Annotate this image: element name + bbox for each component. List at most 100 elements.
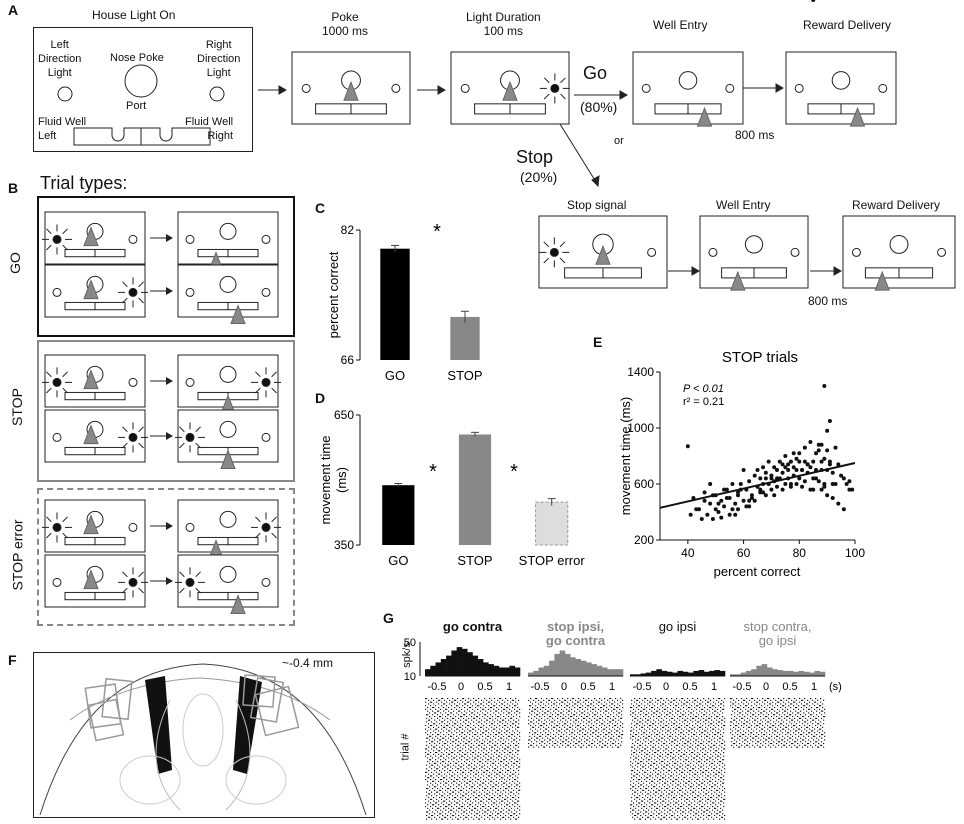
raster-tick xyxy=(488,802,490,804)
arrow-head xyxy=(166,432,173,440)
raster-tick xyxy=(645,768,647,770)
raster-tick xyxy=(473,725,475,727)
raster-tick xyxy=(600,737,602,739)
raster-tick xyxy=(601,703,603,705)
raster-tick xyxy=(681,802,683,804)
raster-tick xyxy=(568,741,570,743)
x-tick-label: 1 xyxy=(811,681,817,693)
raster-tick xyxy=(693,717,695,719)
raster-tick xyxy=(570,699,572,701)
raster-tick xyxy=(654,705,656,707)
raster-tick xyxy=(642,746,644,748)
raster-tick xyxy=(636,707,638,709)
raster-tick xyxy=(811,737,813,739)
raster-tick xyxy=(634,795,636,797)
raster-tick xyxy=(699,703,701,705)
raster-tick xyxy=(683,703,685,705)
psth-bar xyxy=(559,650,566,676)
raster-tick xyxy=(498,813,500,815)
raster-tick xyxy=(705,703,707,705)
psth-bar xyxy=(772,669,778,676)
raster-tick xyxy=(496,807,498,809)
nose-poke-port-icon xyxy=(744,235,764,254)
raster-tick xyxy=(509,809,511,811)
raster-tick xyxy=(505,818,507,820)
raster-tick xyxy=(457,721,459,723)
data-point xyxy=(783,482,788,486)
data-point xyxy=(733,512,738,517)
raster-tick xyxy=(518,746,520,748)
raster-tick xyxy=(677,710,679,712)
raster-tick xyxy=(432,780,434,782)
raster-tick xyxy=(752,737,754,739)
raster-tick xyxy=(434,743,436,745)
data-point xyxy=(741,498,746,503)
raster-tick xyxy=(440,779,442,781)
raster-tick xyxy=(819,735,821,737)
raster-tick xyxy=(669,739,671,741)
psth-bar xyxy=(693,670,699,676)
raster-tick xyxy=(622,699,624,701)
raster-tick xyxy=(556,728,558,730)
raster-tick xyxy=(505,744,507,746)
raster-tick xyxy=(476,793,478,795)
raster-tick xyxy=(482,732,484,734)
raster-tick xyxy=(438,773,440,775)
series-name-line: stop contra, xyxy=(744,619,812,634)
raster-tick xyxy=(508,809,510,811)
rat-icon xyxy=(83,369,99,390)
raster-tick xyxy=(594,714,596,716)
raster-tick xyxy=(507,723,509,725)
raster-tick xyxy=(704,757,706,759)
raster-tick xyxy=(737,737,739,739)
raster-tick xyxy=(668,804,670,806)
raster-tick xyxy=(583,717,585,719)
raster-tick xyxy=(515,798,517,800)
raster-tick xyxy=(803,705,805,707)
raster-tick xyxy=(635,815,637,817)
raster-tick xyxy=(631,699,633,701)
raster-tick xyxy=(696,759,698,761)
raster-tick xyxy=(671,748,673,750)
raster-tick xyxy=(453,741,455,743)
raster-tick xyxy=(796,726,798,728)
raster-tick xyxy=(778,717,780,719)
raster-tick xyxy=(808,743,810,745)
raster-tick xyxy=(500,744,502,746)
raster-tick xyxy=(473,771,475,773)
raster-tick xyxy=(819,728,821,730)
raster-tick xyxy=(787,708,789,710)
raster-tick xyxy=(698,795,700,797)
raster-tick xyxy=(722,759,724,761)
raster-tick xyxy=(615,744,617,746)
raster-tick xyxy=(705,750,707,752)
raster-tick xyxy=(528,723,530,725)
raster-tick xyxy=(444,699,446,701)
raster-tick xyxy=(488,798,490,800)
raster-tick xyxy=(448,730,450,732)
raster-tick xyxy=(468,791,470,793)
raster-tick xyxy=(672,717,674,719)
raster-tick xyxy=(807,726,809,728)
raster-tick xyxy=(656,815,658,817)
raster-tick xyxy=(620,721,622,723)
raster-tick xyxy=(654,782,656,784)
raster-tick xyxy=(688,741,690,743)
raster-tick xyxy=(557,717,559,719)
raster-tick xyxy=(757,721,759,723)
raster-tick xyxy=(655,701,657,703)
raster-tick xyxy=(442,788,444,790)
raster-tick xyxy=(777,708,779,710)
raster-tick xyxy=(761,712,763,714)
raster-tick xyxy=(554,703,556,705)
raster-tick xyxy=(689,726,691,728)
raster-tick xyxy=(484,714,486,716)
raster-tick xyxy=(812,726,814,728)
raster-tick xyxy=(455,739,457,741)
psth-bar xyxy=(591,664,597,676)
raster-tick xyxy=(706,712,708,714)
raster-tick xyxy=(461,708,463,710)
raster-tick xyxy=(429,743,431,745)
left-light-icon xyxy=(851,247,861,257)
raster-tick xyxy=(555,735,557,737)
